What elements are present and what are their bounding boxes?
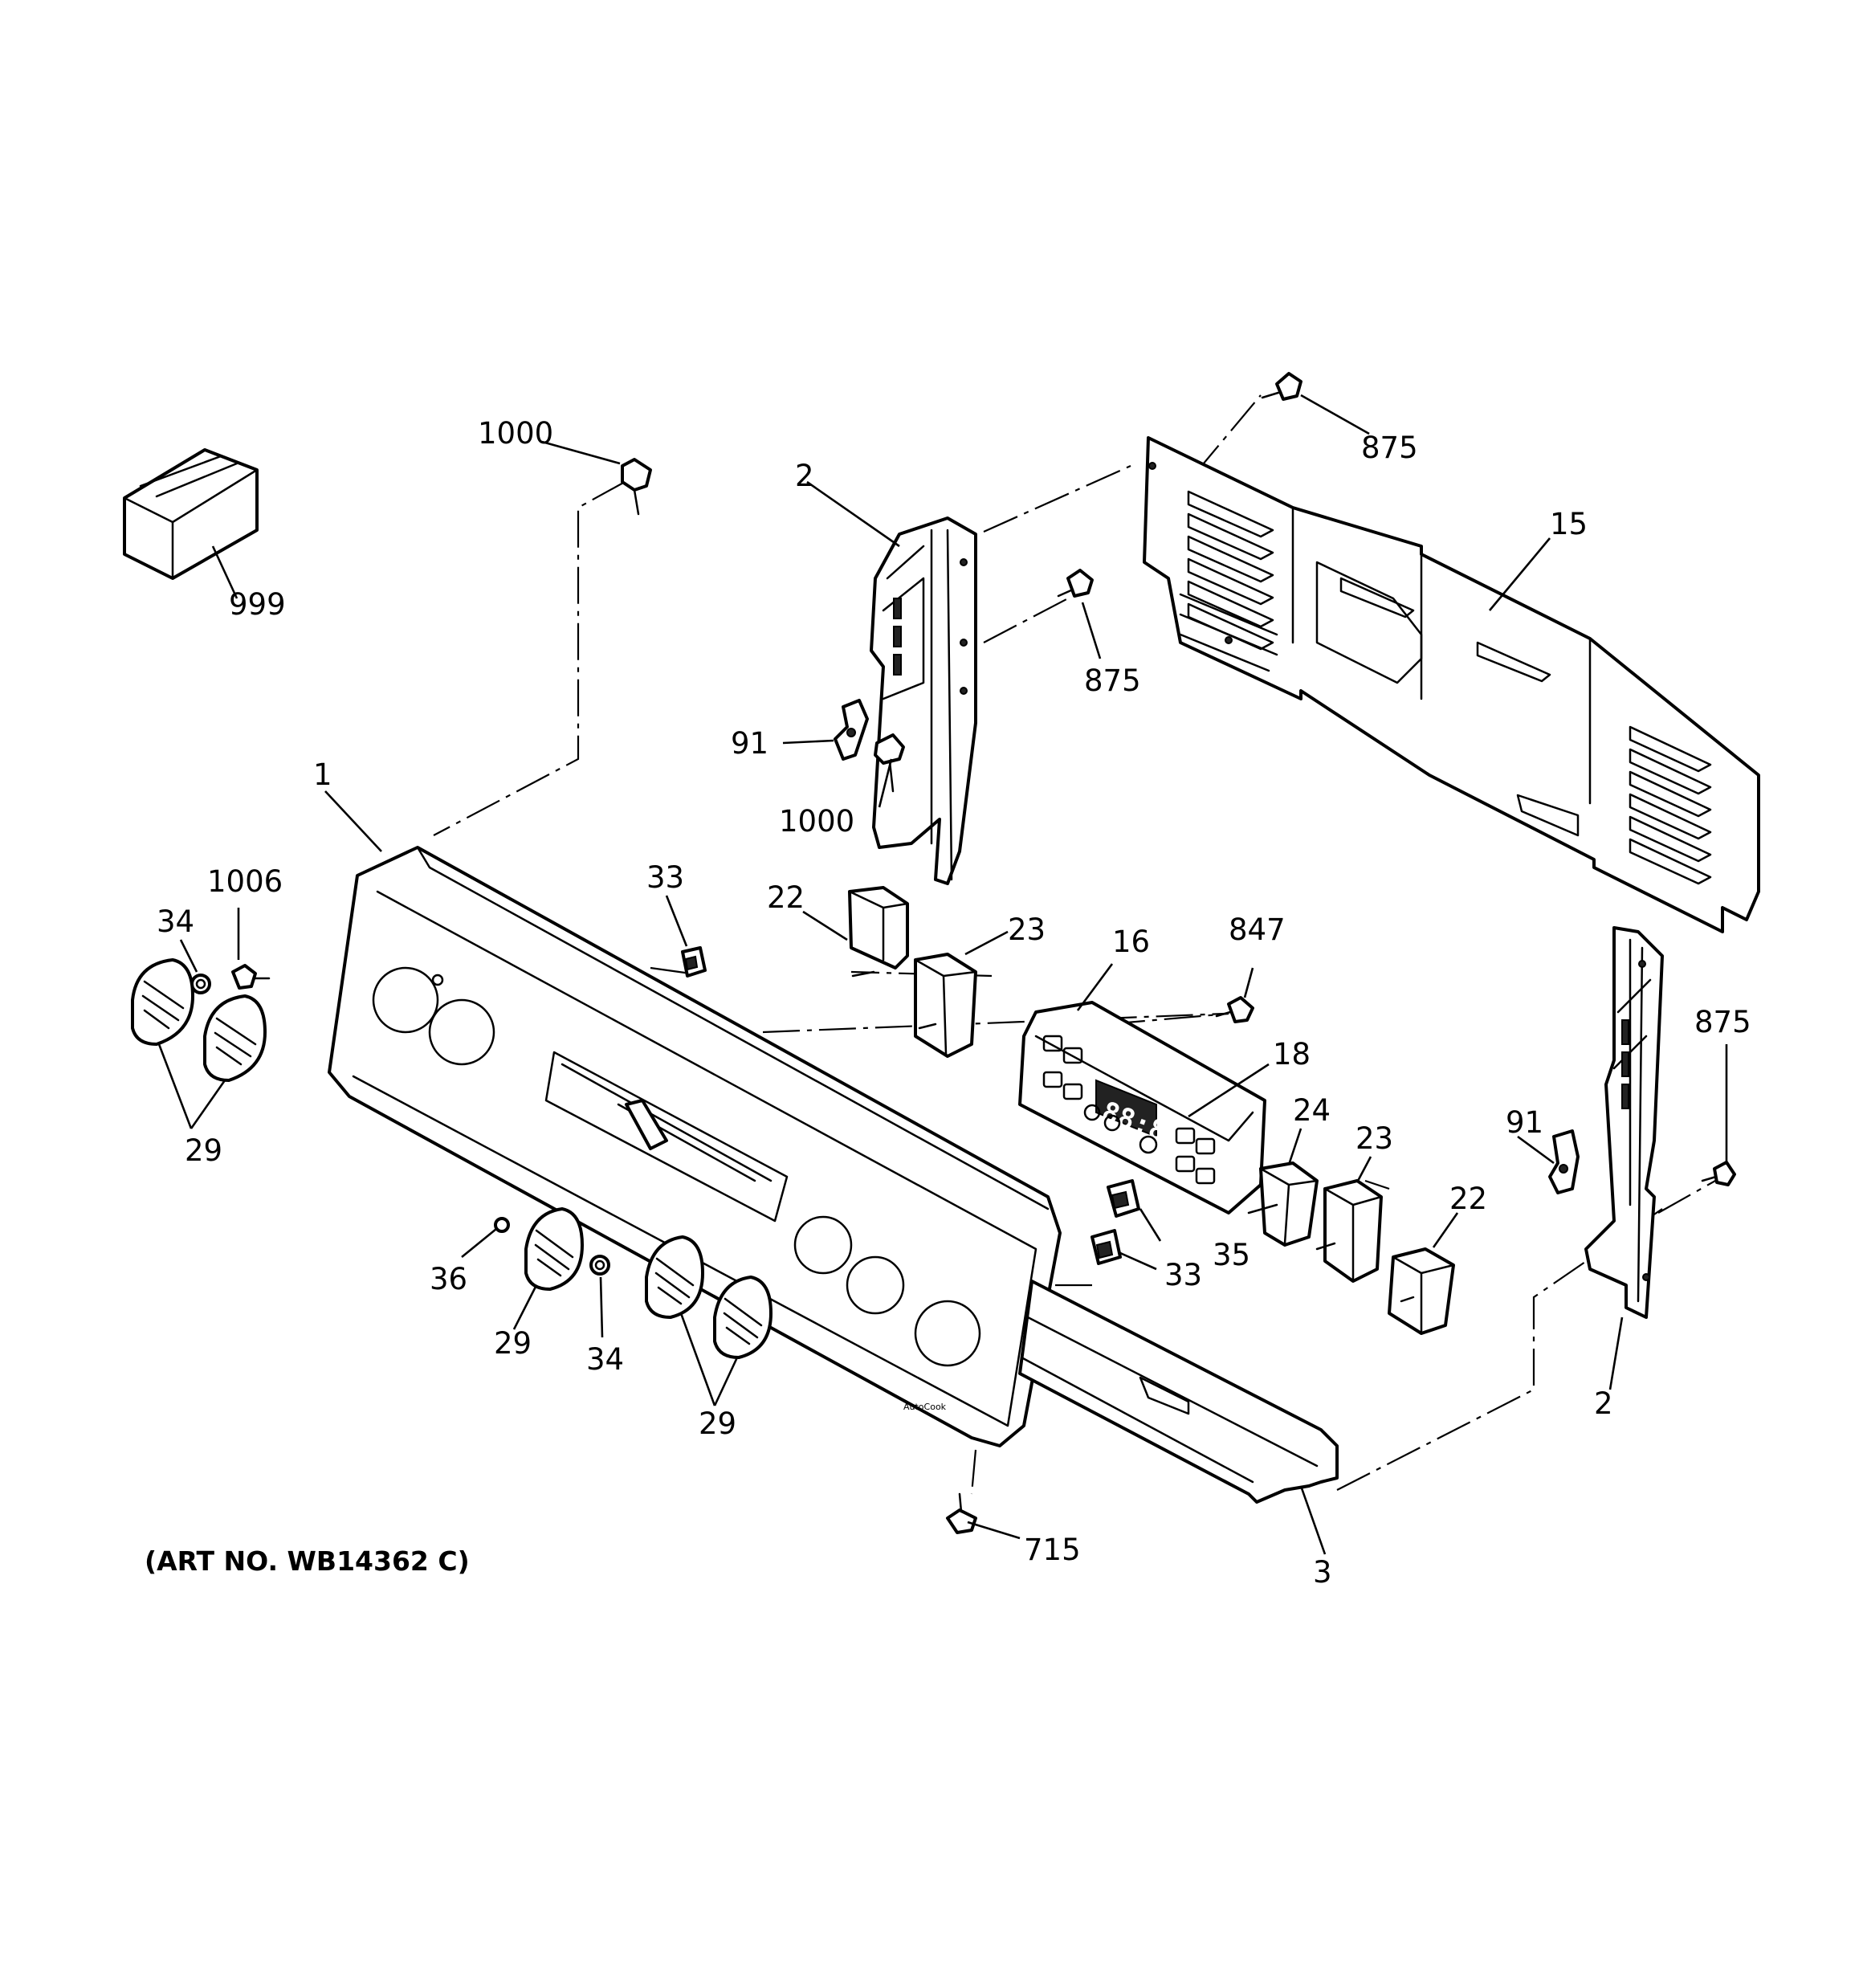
part-2-right-bracket	[1584, 926, 1664, 1319]
callout-34-mid: 34	[586, 1342, 624, 1377]
callout-34-left: 34	[157, 904, 194, 939]
callout-875-right: 875	[1694, 1005, 1751, 1039]
part-34-mid-spring	[589, 1255, 610, 1276]
callout-35: 35	[1213, 1238, 1250, 1272]
callout-36: 36	[430, 1262, 467, 1296]
part-22-infinite-switch-right	[1388, 1247, 1455, 1335]
part-23-infinite-switch-left	[914, 953, 977, 1058]
part-23-infinite-switch-right	[1315, 1179, 1383, 1283]
part-22-infinite-switch-left	[848, 886, 909, 978]
knob-29-right-bottom	[713, 1276, 773, 1359]
callout-1000-mid: 1000	[779, 804, 854, 839]
part-34-left-spring	[190, 974, 211, 994]
part-16-electronic-control: 88:88	[1018, 1001, 1266, 1214]
callout-1000-top: 1000	[478, 416, 553, 451]
part-1-control-panel: AutoCook	[328, 846, 1062, 1447]
callout-29-mid: 29	[494, 1326, 532, 1361]
knob-29-left-top	[131, 958, 194, 1046]
callout-2-right: 2	[1594, 1386, 1613, 1421]
knob-29-left-bottom	[203, 994, 267, 1082]
callout-715: 715	[1024, 1533, 1081, 1567]
callout-24: 24	[1293, 1093, 1331, 1128]
callout-33-bottom: 33	[1164, 1258, 1202, 1292]
part-33-rocker-bottom	[1090, 1229, 1122, 1265]
part-3-trim	[1018, 1280, 1339, 1504]
callout-29-left: 29	[185, 1133, 222, 1168]
callout-16: 16	[1112, 925, 1150, 959]
screw-875-right	[1701, 1161, 1736, 1186]
callout-22-left: 22	[767, 880, 805, 915]
callout-1006: 1006	[207, 864, 283, 899]
part-36-set-screw	[494, 1217, 510, 1233]
callout-22-right: 22	[1449, 1182, 1487, 1216]
part-91-right-hinge	[1548, 1129, 1580, 1194]
callout-15: 15	[1550, 507, 1588, 541]
callout-18: 18	[1273, 1037, 1311, 1072]
callout-29-bottom: 29	[699, 1406, 736, 1441]
callout-875-top: 875	[1361, 431, 1418, 465]
part-35-rocker	[1107, 1179, 1140, 1218]
callout-875-mid: 875	[1084, 663, 1141, 698]
screw-1000-top	[621, 458, 652, 516]
part-15-rear-panel	[1143, 436, 1760, 933]
knob-29-right-top	[645, 1235, 704, 1319]
callout-23-right: 23	[1355, 1121, 1393, 1156]
part-999-box	[123, 448, 259, 580]
callout-2-top: 2	[795, 459, 814, 493]
screw-1006	[231, 964, 271, 990]
part-2-left-bracket	[870, 516, 977, 885]
screw-847	[1215, 996, 1254, 1023]
callout-91-right: 91	[1506, 1105, 1543, 1140]
callout-847: 847	[1229, 912, 1286, 947]
part-91-left-hinge	[834, 699, 869, 761]
callout-3: 3	[1313, 1555, 1332, 1590]
leader-lines	[157, 394, 1728, 1555]
knob-29-mid	[524, 1207, 584, 1291]
callout-91-left: 91	[731, 726, 768, 761]
callout-1: 1	[313, 757, 332, 792]
screw-715	[946, 1492, 977, 1534]
screw-875-mid	[1057, 569, 1094, 598]
callout-labels: 999 1000 2 875 875 15 91 1000 1 1006 34 …	[157, 416, 1751, 1590]
part-24-switch	[1247, 1161, 1319, 1247]
screw-875-top	[1261, 372, 1302, 401]
callout-33-top: 33	[646, 860, 684, 895]
art-number-label: (ART NO. WB14362 C)	[145, 1545, 470, 1577]
callout-999: 999	[229, 587, 286, 622]
svg-text:AutoCook: AutoCook	[903, 1402, 947, 1412]
part-33-rocker-top	[681, 946, 707, 978]
callout-23-top: 23	[1008, 912, 1046, 947]
